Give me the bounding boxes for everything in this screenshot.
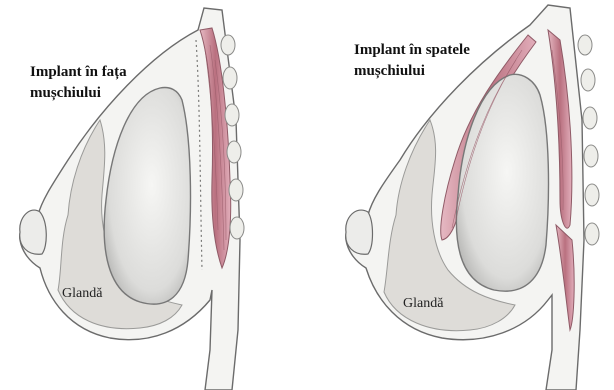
right-title-line-1: Implant în spatele [354, 40, 470, 61]
right-panel-title: Implant în spatele mușchiului [354, 40, 470, 82]
left-title-line-1: Implant în fața [30, 62, 127, 83]
right-gland-label: Glandă [403, 296, 443, 312]
right-title-line-2: mușchiului [354, 61, 470, 82]
left-title-line-2: mușchiului [30, 83, 127, 104]
right-nipple [346, 210, 373, 254]
left-panel-title: Implant în fața mușchiului [30, 62, 127, 104]
left-nipple [20, 210, 47, 254]
left-gland-label: Glandă [62, 286, 102, 302]
